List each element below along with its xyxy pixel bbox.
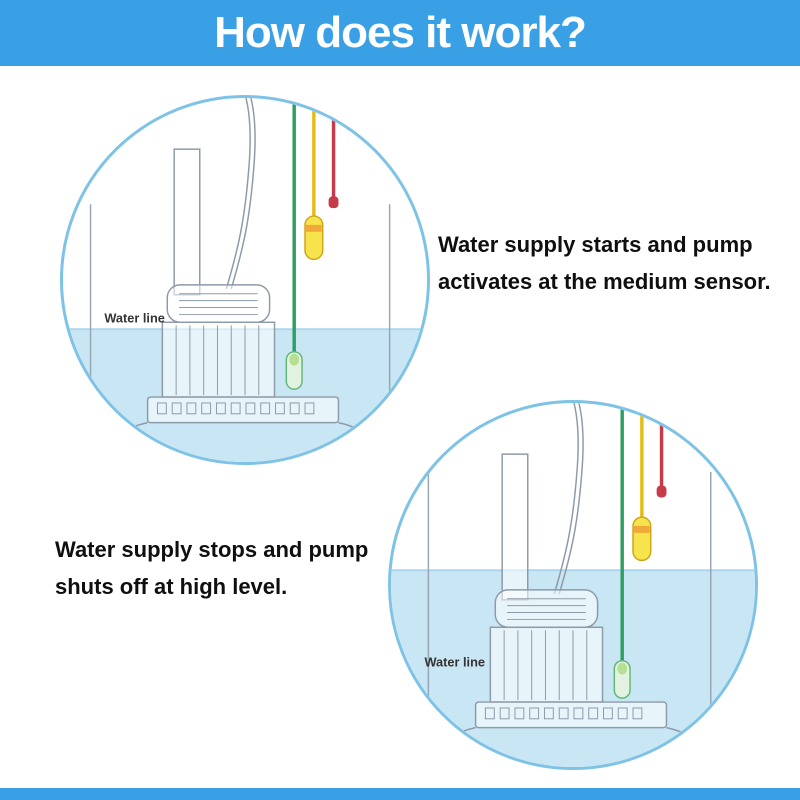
diagram-high-level: Water line: [388, 400, 758, 770]
pump-dome: [494, 589, 599, 629]
green-sensor: [285, 351, 303, 390]
pump-diagram-medium: Water line: [63, 98, 427, 462]
power-cable: [558, 403, 584, 595]
pump-diagram-high: Water line: [391, 403, 755, 767]
page-title: How does it work?: [214, 8, 587, 57]
pump-pipe: [173, 148, 201, 296]
footer-strip: [0, 788, 800, 800]
caption-line: activates at the medium sensor.: [438, 269, 771, 294]
water-line-label: Water line: [104, 310, 165, 325]
pump-fins: [175, 325, 260, 396]
pump-grille: [507, 598, 586, 620]
caption-high-level: Water supply stops and pump shuts off at…: [55, 531, 368, 605]
caption-line: Water supply starts and pump: [438, 232, 753, 257]
red-cable-tip: [656, 485, 667, 498]
pump-fins: [503, 630, 588, 701]
pump-pipe: [501, 453, 529, 601]
pump-body: [489, 626, 604, 703]
pump-base: [146, 396, 340, 424]
red-cable-tip: [328, 196, 339, 209]
pump-body: [161, 321, 276, 398]
pump-dome: [166, 284, 271, 324]
header-banner: How does it work?: [0, 0, 800, 66]
power-cable: [230, 98, 256, 290]
pump-base-holes: [156, 402, 315, 415]
water-line-label: Water line: [424, 655, 485, 670]
diagram-medium-level: Water line: [60, 95, 430, 465]
green-sensor: [613, 660, 631, 699]
caption-line: Water supply stops and pump: [55, 537, 369, 562]
caption-medium-sensor: Water supply starts and pump activates a…: [438, 226, 771, 300]
pump-grille: [179, 293, 258, 315]
pump: [447, 403, 695, 741]
pump-base-holes: [484, 707, 643, 720]
pump-base: [474, 701, 668, 729]
yellow-sensor: [632, 516, 652, 562]
yellow-sensor: [304, 215, 324, 261]
pump: [119, 98, 367, 436]
caption-line: shuts off at high level.: [55, 574, 288, 599]
